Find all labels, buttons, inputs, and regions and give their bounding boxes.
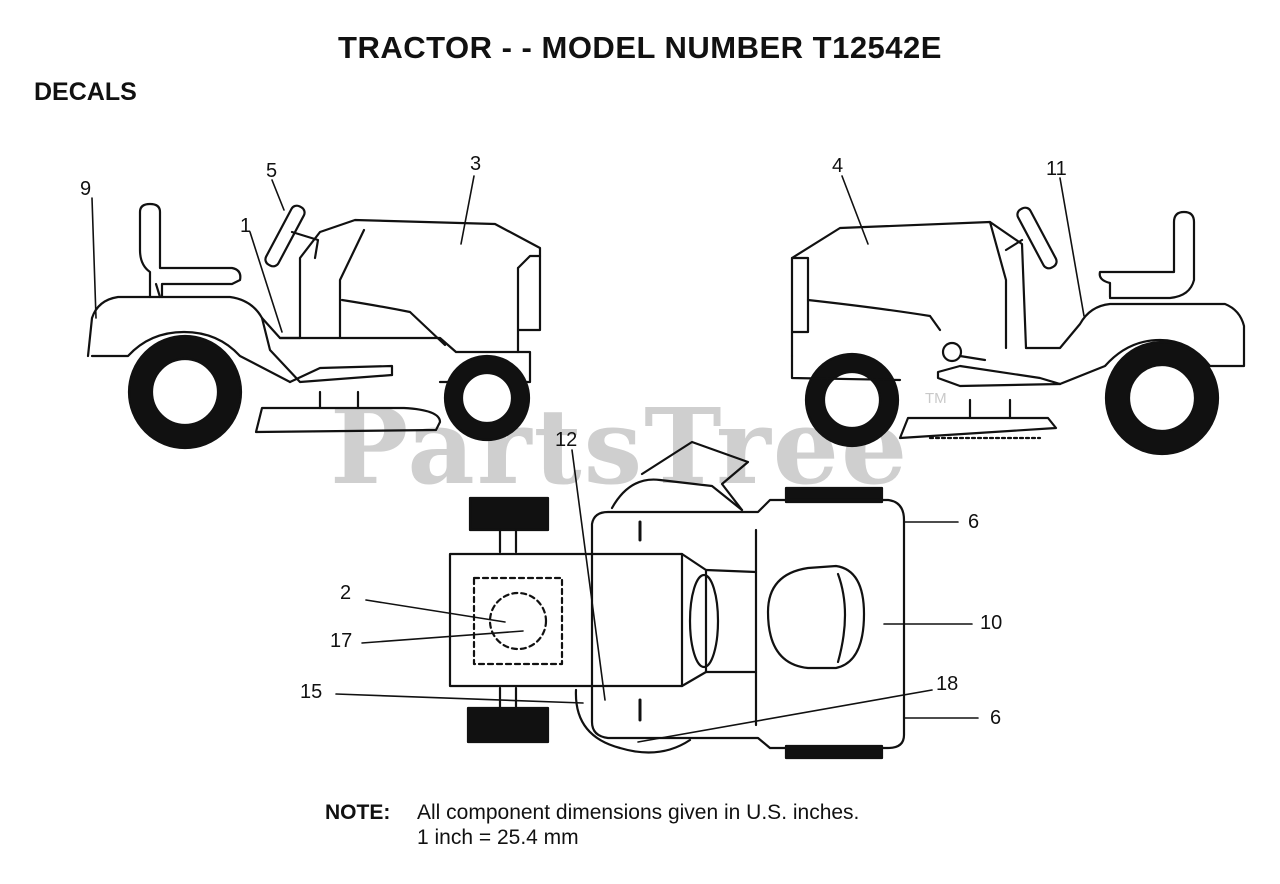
callout-4: 4 (832, 155, 843, 177)
tractor-right-side-view (790, 206, 1246, 456)
callout-5: 5 (266, 160, 277, 182)
callout-6-bottom: 6 (990, 707, 1001, 729)
tractor-top-view (448, 440, 906, 760)
callout-9: 9 (80, 178, 91, 200)
callout-17: 17 (330, 630, 352, 652)
callout-15: 15 (300, 681, 322, 703)
callout-1: 1 (240, 215, 251, 237)
callout-12: 12 (555, 429, 577, 451)
callout-3: 3 (470, 153, 481, 175)
callout-10: 10 (980, 612, 1002, 634)
callout-18: 18 (936, 673, 958, 695)
dimension-note: NOTE: All component dimensions given in U… (325, 800, 860, 849)
note-label: NOTE: (325, 801, 391, 824)
watermark-trademark: TM (925, 390, 947, 407)
tractor-left-side-view (86, 202, 542, 450)
callout-6-top: 6 (968, 511, 979, 533)
callout-11: 11 (1046, 158, 1067, 180)
note-line-2: 1 inch = 25.4 mm (417, 826, 579, 849)
callout-leaders (91, 175, 1085, 743)
note-line-1: All component dimensions given in U.S. i… (417, 801, 860, 824)
section-label: DECALS (34, 78, 137, 106)
callout-2: 2 (340, 582, 351, 604)
page-title: TRACTOR - - MODEL NUMBER T12542E (338, 30, 942, 65)
